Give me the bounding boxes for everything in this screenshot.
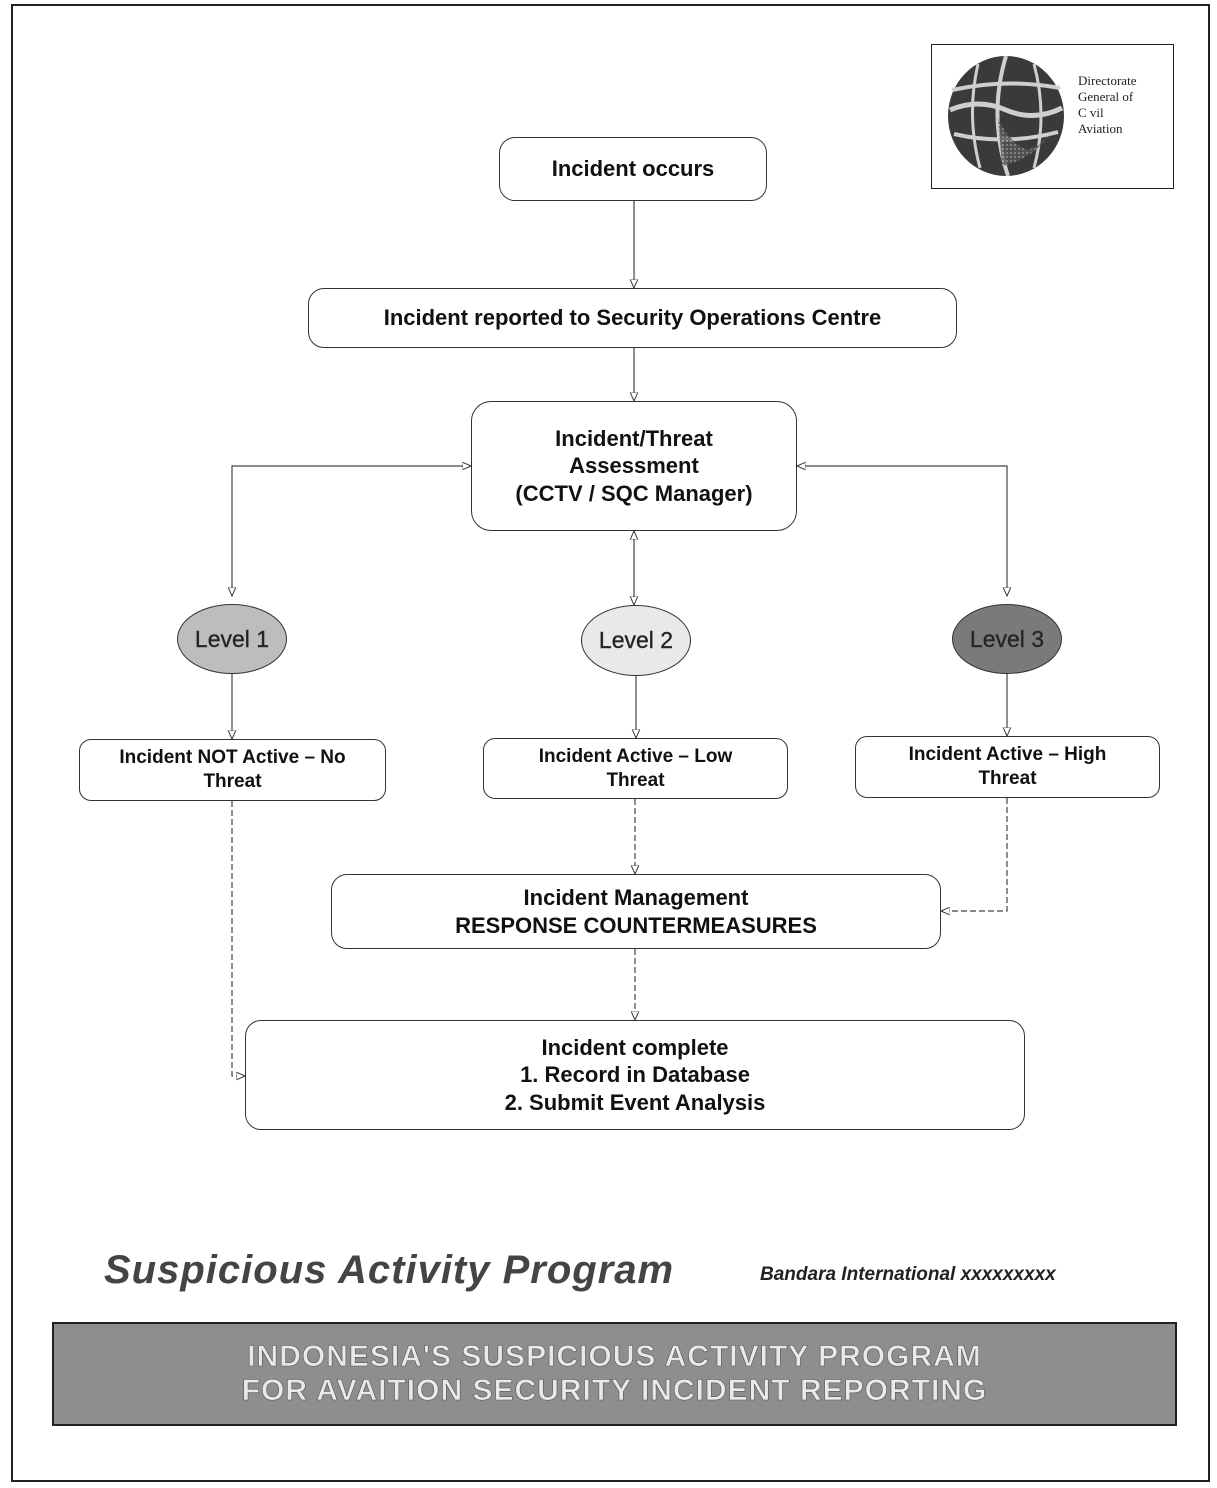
- arrow-level3-management: [941, 798, 1008, 911]
- level-1-oval: Level 1: [177, 604, 287, 674]
- banner-line: FOR AVAITION SECURITY INCIDENT REPORTING: [241, 1374, 988, 1408]
- incident-complete-box: Incident complete 1. Record in Database …: [245, 1020, 1025, 1130]
- level-2-oval: Level 2: [581, 605, 691, 676]
- level-3-outcome-box: Incident Active – High Threat: [855, 736, 1160, 798]
- threat-assessment-box: Incident/Threat Assessment (CCTV / SQC M…: [471, 401, 797, 531]
- step-label: 1. Record in Database: [520, 1062, 750, 1088]
- level-label: Level 1: [194, 625, 270, 652]
- program-banner: INDONESIA'S SUSPICIOUS ACTIVITY PROGRAM …: [52, 1322, 1177, 1426]
- globe-icon: [948, 55, 1064, 177]
- page-frame: [11, 4, 1210, 1482]
- step-label: (CCTV / SQC Manager): [515, 480, 753, 506]
- level-1-outcome-box: Incident NOT Active – No Threat: [79, 739, 386, 801]
- arrow-level1-complete: [231, 801, 245, 1076]
- level-label: Level 2: [598, 627, 674, 653]
- step-label: Incident Active – High: [908, 744, 1107, 766]
- step-label: Threat: [203, 771, 262, 792]
- step-label: Incident NOT Active – No: [119, 747, 346, 769]
- level-3-oval: Level 3: [952, 604, 1062, 674]
- arrow-assessment-level1: [232, 466, 471, 596]
- level-label: Level 3: [969, 625, 1045, 652]
- logo-caption: Directorate General of C vil Aviation: [1078, 73, 1136, 137]
- logo-line: Aviation: [1078, 121, 1123, 136]
- step-label: Incident complete: [541, 1034, 729, 1060]
- arrow-assessment-level3: [797, 466, 1007, 596]
- step-label: Assessment: [569, 453, 699, 479]
- step-label: Incident occurs: [551, 156, 715, 182]
- incident-management-box: Incident Management RESPONSE COUNTERMEAS…: [331, 874, 941, 949]
- step-label: Incident/Threat: [555, 425, 713, 451]
- step-label: Threat: [978, 768, 1037, 789]
- dgca-logo: Directorate General of C vil Aviation: [931, 44, 1174, 189]
- banner-line: INDONESIA'S SUSPICIOUS ACTIVITY PROGRAM: [247, 1340, 982, 1374]
- incident-reported-box: Incident reported to Security Operations…: [308, 288, 957, 348]
- logo-line: General of: [1078, 89, 1134, 104]
- step-label: Threat: [606, 769, 665, 791]
- incident-occurs-box: Incident occurs: [499, 137, 767, 201]
- step-label: 2. Submit Event Analysis: [504, 1089, 766, 1115]
- step-label: Incident reported to Security Operations…: [383, 305, 882, 331]
- program-subtitle: Bandara International xxxxxxxxx: [760, 1264, 1056, 1285]
- logo-line: Directorate: [1078, 73, 1137, 88]
- step-label: RESPONSE COUNTERMEASURES: [455, 912, 817, 938]
- step-label: Incident Active – Low: [538, 745, 733, 767]
- step-label: Incident Management: [523, 885, 749, 910]
- program-title: Suspicious Activity Program: [104, 1248, 675, 1292]
- logo-line: C vil: [1078, 105, 1104, 120]
- level-2-outcome-box: Incident Active – Low Threat: [483, 738, 788, 799]
